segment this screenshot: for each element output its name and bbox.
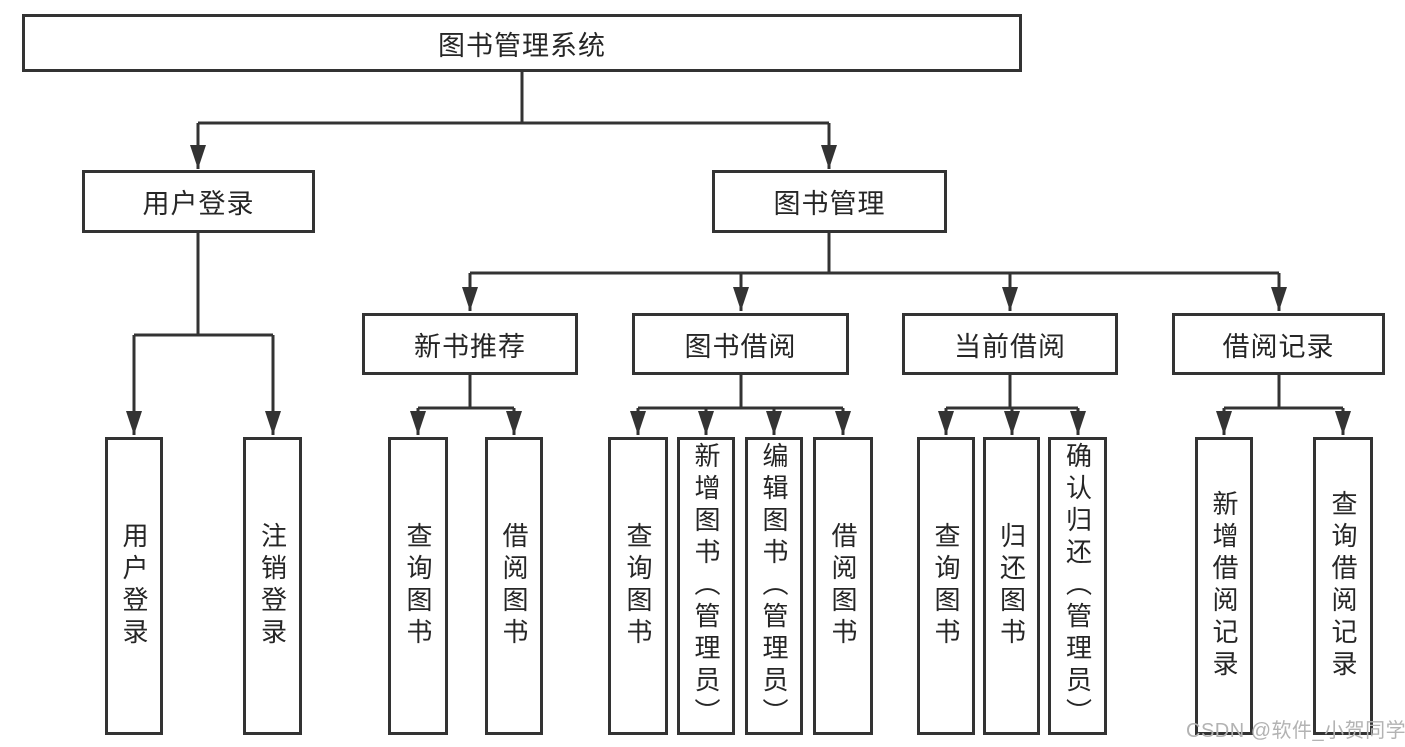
vertical-label: 查询借阅记录 <box>1328 490 1358 682</box>
leaf-current-query-books: 查询图书 <box>917 437 975 735</box>
node-user-login: 用户登录 <box>82 170 315 233</box>
leaf-borrowing-borrow-books: 借阅图书 <box>813 437 873 735</box>
leaf-recommend-borrow-books: 借阅图书 <box>485 437 543 735</box>
watermark: CSDN @软件_小贺同学 <box>1186 720 1405 742</box>
node-book-management: 图书管理 <box>712 170 947 233</box>
vertical-label: 新增借阅记录 <box>1209 490 1239 682</box>
node-borrowing-records: 借阅记录 <box>1172 313 1385 375</box>
leaf-records-add-borrow-record: 新增借阅记录 <box>1195 437 1253 735</box>
vertical-label: 确认归还（管理员） <box>1062 442 1093 730</box>
vertical-label: 查询图书 <box>623 522 653 650</box>
leaf-current-return-books: 归还图书 <box>983 437 1040 735</box>
node-new-book-recommendation: 新书推荐 <box>362 313 578 375</box>
vertical-label: 用户登录 <box>119 522 149 650</box>
leaf-borrowing-add-books-admin: 新增图书（管理员） <box>677 437 735 735</box>
vertical-label: 新增图书（管理员） <box>691 442 721 730</box>
leaf-user-login: 用户登录 <box>105 437 163 735</box>
vertical-label: 注销登录 <box>257 522 288 650</box>
vertical-label: 借阅图书 <box>499 522 529 650</box>
vertical-label: 查询图书 <box>403 522 433 650</box>
leaf-borrowing-edit-books-admin: 编辑图书（管理员） <box>745 437 803 735</box>
vertical-label: 编辑图书（管理员） <box>759 442 789 730</box>
leaf-records-query-borrow-record: 查询借阅记录 <box>1313 437 1373 735</box>
vertical-label: 查询图书 <box>931 522 961 650</box>
vertical-label: 归还图书 <box>996 522 1027 650</box>
node-root-library-system: 图书管理系统 <box>22 14 1022 72</box>
leaf-logout: 注销登录 <box>243 437 302 735</box>
node-current-borrowing: 当前借阅 <box>902 313 1118 375</box>
leaf-recommend-query-books: 查询图书 <box>388 437 448 735</box>
node-book-borrowing: 图书借阅 <box>632 313 849 375</box>
vertical-label: 借阅图书 <box>828 522 858 650</box>
leaf-current-confirm-return-admin: 确认归还（管理员） <box>1048 437 1107 735</box>
leaf-borrowing-query-books: 查询图书 <box>608 437 668 735</box>
